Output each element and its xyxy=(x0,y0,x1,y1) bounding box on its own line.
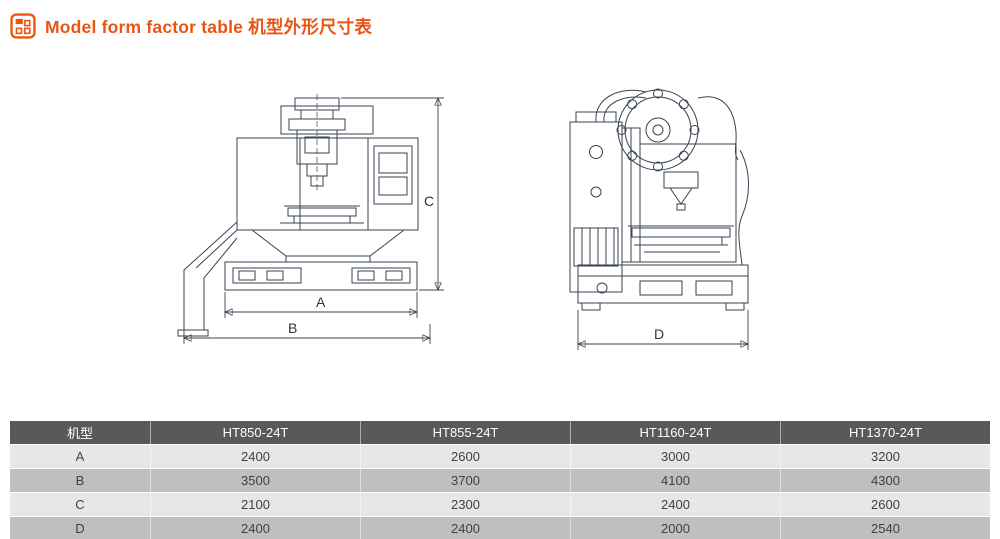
row-label: C xyxy=(10,493,151,516)
dimension-label-d: D xyxy=(654,326,664,342)
dimension-label-c: C xyxy=(424,193,434,209)
table-cell: 3000 xyxy=(571,445,781,468)
dimension-label-b: B xyxy=(288,320,297,336)
row-label: D xyxy=(10,517,151,539)
table-header-row: 机型 HT850-24T HT855-24T HT1160-24T HT1370… xyxy=(10,421,990,444)
table-cell: 2400 xyxy=(361,517,571,539)
table-cell: 3700 xyxy=(361,469,571,492)
table-row-c: C 2100 2300 2400 2600 xyxy=(10,493,990,516)
table-cell: 2540 xyxy=(871,521,900,536)
product-icon xyxy=(10,13,36,39)
row-label: A xyxy=(10,445,151,468)
side-view-drawing: D xyxy=(569,88,749,350)
dimension-label-a: A xyxy=(316,294,326,310)
table-cell: 2400 xyxy=(151,517,361,539)
row-label: B xyxy=(10,469,151,492)
table-cell: 2300 xyxy=(361,493,571,516)
drawings-canvas: A B C xyxy=(177,88,749,350)
section-header: Model form factor table 机型外形尺寸表 xyxy=(10,13,372,39)
column-header-ht1160: HT1160-24T xyxy=(571,421,781,444)
table-cell: 2600 xyxy=(871,497,900,512)
table-cell: 4100 xyxy=(571,469,781,492)
column-header-ht1370: HT1370-24T xyxy=(849,425,922,440)
front-view-drawing: A B C xyxy=(177,94,444,344)
table-cell: 2600 xyxy=(361,445,571,468)
table-cell: 3500 xyxy=(151,469,361,492)
table-cell: 2000 xyxy=(571,517,781,539)
column-header-model: 机型 xyxy=(10,421,151,444)
table-cell: 3200 xyxy=(871,449,900,464)
technical-drawings: A B C xyxy=(0,80,1000,410)
table-cell: 2400 xyxy=(151,445,361,468)
column-header-ht855: HT855-24T xyxy=(361,421,571,444)
page-title: Model form factor table 机型外形尺寸表 xyxy=(45,16,373,37)
table-row-a: A 2400 2600 3000 3200 xyxy=(10,445,990,468)
column-header-ht850: HT850-24T xyxy=(151,421,361,444)
dimension-table: 机型 HT850-24T HT855-24T HT1160-24T HT1370… xyxy=(10,421,990,539)
table-cell: 2100 xyxy=(151,493,361,516)
table-row-b: B 3500 3700 4100 4300 xyxy=(10,469,990,492)
table-row-d: D 2400 2400 2000 2540 xyxy=(10,517,990,539)
table-cell: 2400 xyxy=(571,493,781,516)
table-cell: 4300 xyxy=(871,473,900,488)
